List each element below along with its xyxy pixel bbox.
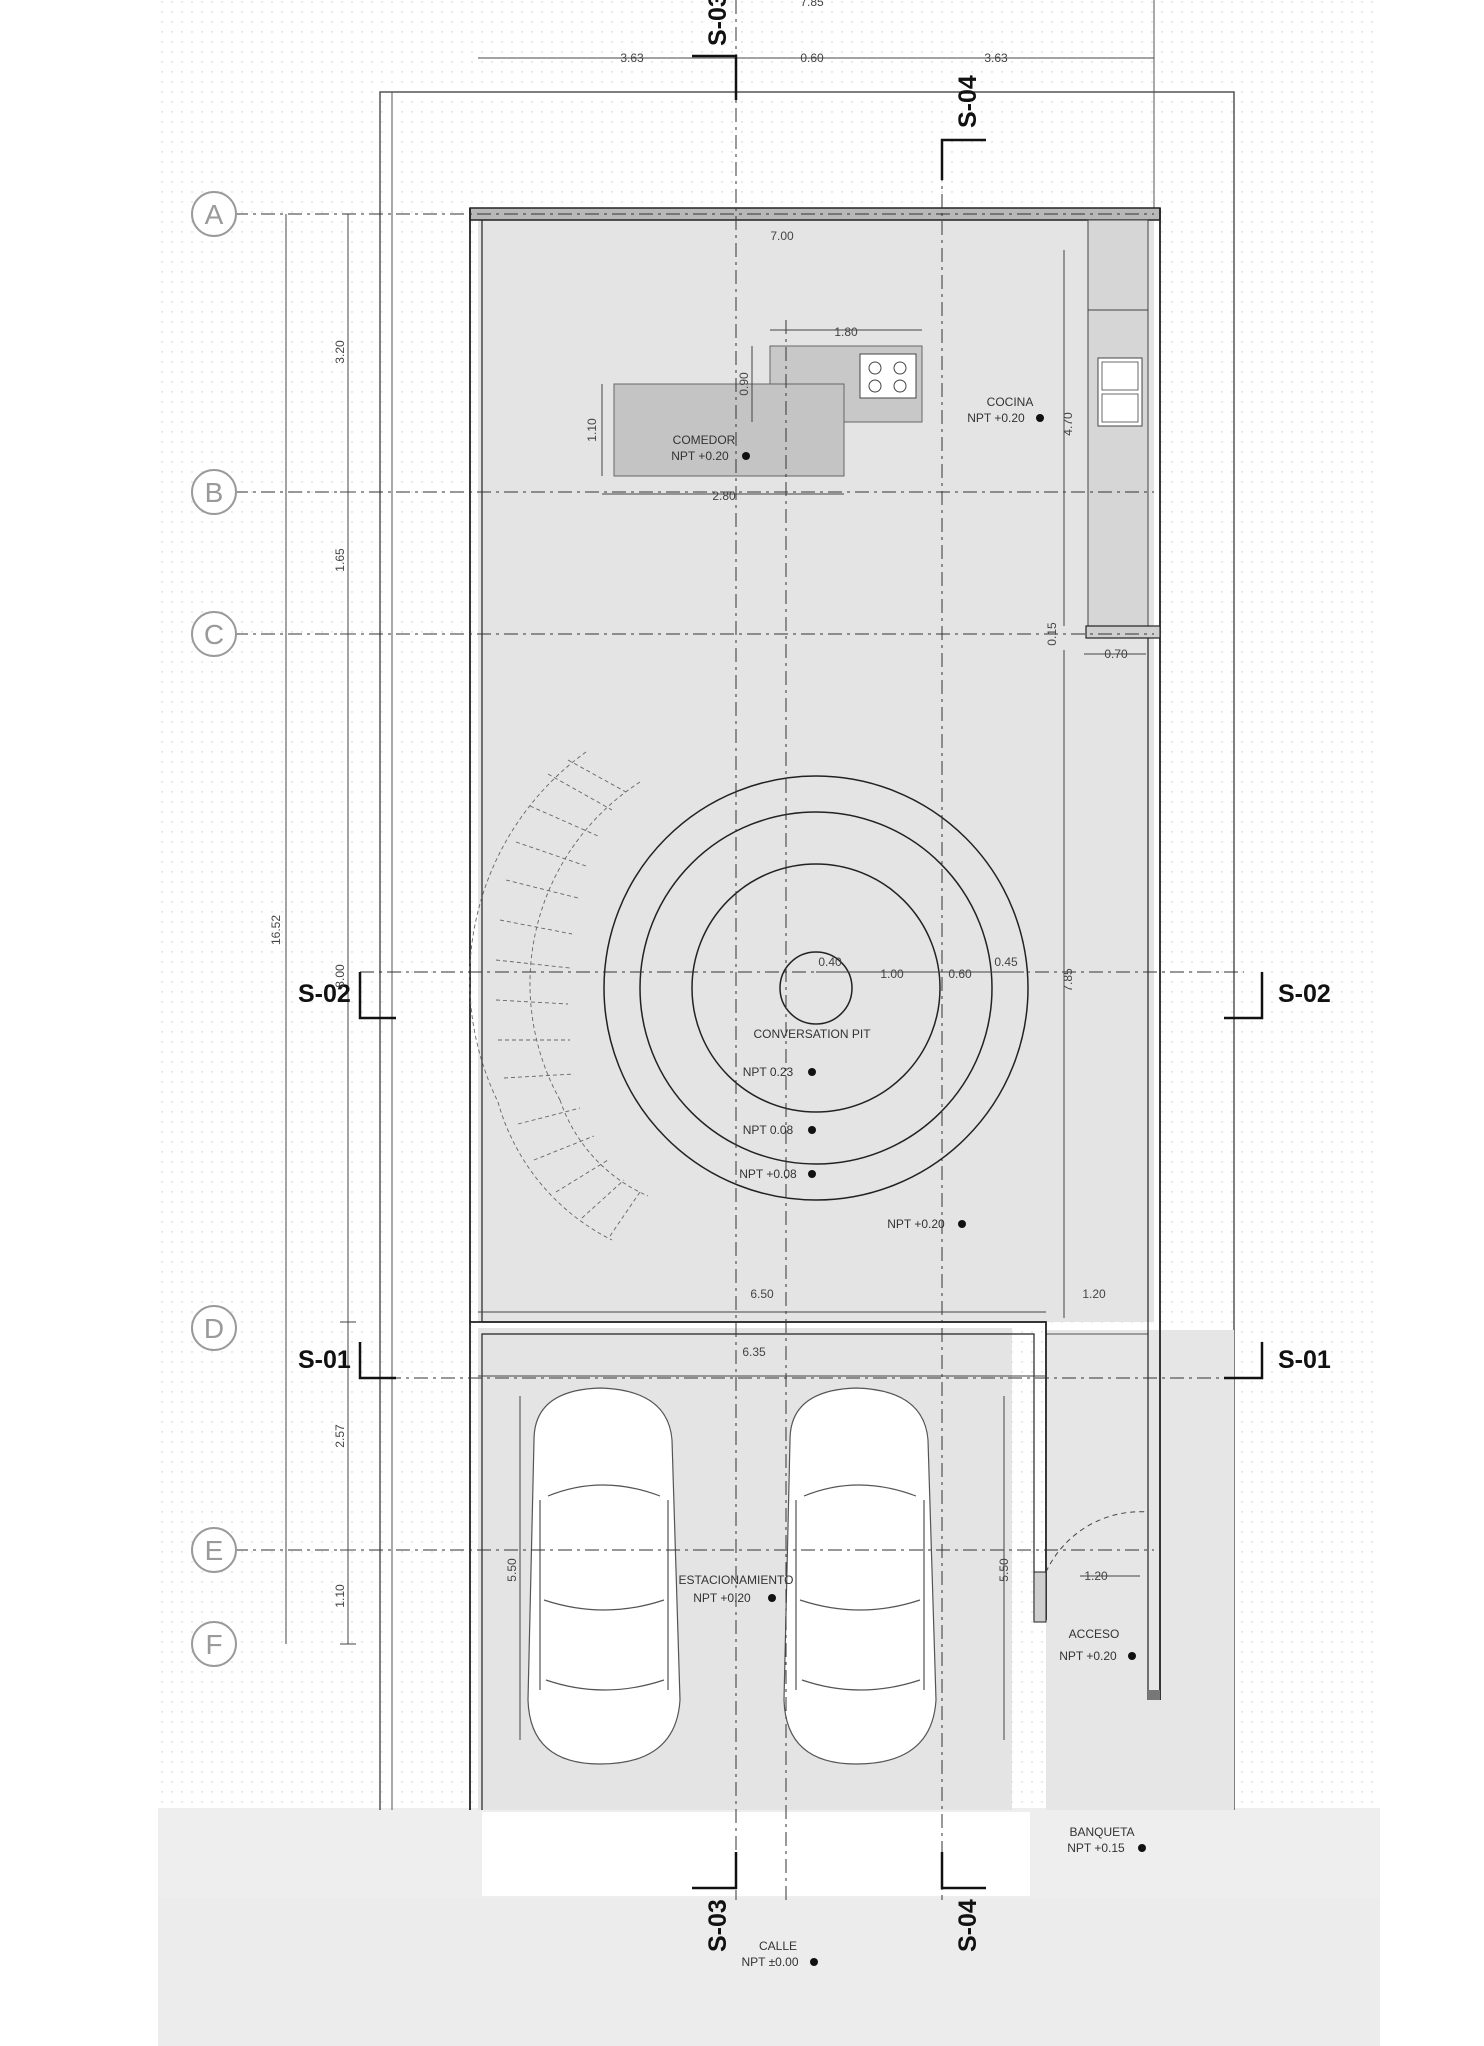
section-label-s04-bottom: S-04 <box>954 1899 982 1952</box>
dim-kitchen-gap: 0.15 <box>1045 622 1059 646</box>
dim-garage-width: 6.35 <box>742 1345 766 1359</box>
pit-level-3: NPT +0.08 <box>739 1167 797 1181</box>
dim-table-depth: 1.10 <box>585 418 599 442</box>
axis-label-c: C <box>204 619 224 650</box>
dim-kitchen-side: 0.70 <box>1104 647 1128 661</box>
kitchen-sink <box>1097 357 1143 427</box>
conversation-pit <box>603 775 1029 1201</box>
dimension-lines <box>285 57 1154 1740</box>
dim-d-e: 2.57 <box>333 1424 347 1448</box>
dim-stove-depth: 0.90 <box>737 372 751 396</box>
access-door-swing <box>1045 1511 1149 1573</box>
room-name-pit: CONVERSATION PIT <box>753 1027 871 1041</box>
dim-top-left: 3.63 <box>620 51 644 65</box>
access-floor <box>1046 1330 1234 1810</box>
pit-level-2: NPT 0.08 <box>743 1123 794 1137</box>
axis-label-e: E <box>205 1535 224 1566</box>
dim-top-mid: 0.60 <box>800 51 824 65</box>
section-label-s02-right: S-02 <box>1278 980 1331 1008</box>
dim-top-cut: 7.85 <box>800 0 824 9</box>
dim-side-width: 1.20 <box>1082 1287 1106 1301</box>
room-level-banqueta: NPT +0.15 <box>1067 1841 1125 1855</box>
room-name-calle: CALLE <box>759 1939 797 1953</box>
street-band <box>158 1898 1380 2046</box>
room-level-comedor: NPT +0.20 <box>671 449 729 463</box>
sidewalk-driveway <box>482 1812 1030 1896</box>
burner-icon <box>893 361 907 375</box>
dim-garage-left: 5.50 <box>505 1558 519 1582</box>
dim-total-height: 16.52 <box>269 915 283 945</box>
dim-b-c: 1.65 <box>333 548 347 572</box>
sink-bowl-2 <box>1101 393 1139 423</box>
property-line <box>379 91 1235 1810</box>
dim-hall-width: 6.50 <box>750 1287 774 1301</box>
section-label-s01-left: S-01 <box>298 1346 351 1374</box>
dim-pit-r2: 1.00 <box>880 967 904 981</box>
section-label-s01-right: S-01 <box>1278 1346 1331 1374</box>
section-label-s04-top: S-04 <box>954 75 982 128</box>
burner-icon <box>868 379 882 393</box>
dim-pit-height: 7.85 <box>1061 968 1075 992</box>
car-left <box>527 1387 681 1765</box>
axis-label-b: B <box>205 477 224 508</box>
room-level-cocina: NPT +0.20 <box>967 411 1025 425</box>
access-door-jamb <box>1033 1571 1047 1623</box>
dim-pit-r1: 0.40 <box>818 955 842 969</box>
section-label-s02-left: S-02 <box>298 980 351 1008</box>
dim-table-width: 2.80 <box>712 489 736 503</box>
burner-icon <box>893 379 907 393</box>
axis-lines <box>234 0 1244 1900</box>
room-level-calle: NPT ±0.00 <box>741 1955 798 1969</box>
section-marks <box>358 54 1264 1890</box>
section-label-s03-top: S-03 <box>704 0 732 46</box>
room-name-cocina: COCINA <box>987 395 1034 409</box>
axis-label-f: F <box>205 1629 222 1660</box>
room-name-acceso: ACCESO <box>1069 1627 1120 1641</box>
room-name-comedor: COMEDOR <box>673 433 736 447</box>
cooktop <box>859 353 917 399</box>
pit-level-1: NPT 0.23 <box>743 1065 794 1079</box>
axis-bubbles <box>191 191 237 1667</box>
garage-wall-outer <box>469 1321 1047 1810</box>
room-level-acceso: NPT +0.20 <box>1059 1649 1117 1663</box>
room-name-banqueta: BANQUETA <box>1069 1825 1134 1839</box>
dim-c-d: 8.00 <box>333 964 347 988</box>
section-label-s03-bottom: S-03 <box>704 1899 732 1952</box>
dim-overall-width: 7.00 <box>770 229 794 243</box>
axis-label-d: D <box>204 1313 224 1344</box>
dim-top-right: 3.63 <box>984 51 1008 65</box>
dim-e-f: 1.10 <box>333 1584 347 1608</box>
spiral-stair <box>469 751 649 1241</box>
sink-bowl-1 <box>1101 361 1139 391</box>
dim-pit-r3: 0.60 <box>948 967 972 981</box>
burner-icon <box>868 361 882 375</box>
dim-a-b: 3.20 <box>333 340 347 364</box>
level-marker-icons <box>742 414 1146 1966</box>
dim-pit-r4: 0.45 <box>994 955 1018 969</box>
dining-table <box>613 383 845 477</box>
living-level: NPT +0.20 <box>887 1217 945 1231</box>
car-right <box>783 1387 937 1765</box>
dim-access-width: 1.20 <box>1084 1569 1108 1583</box>
dim-garage-right: 5.50 <box>997 1558 1011 1582</box>
right-wall-end <box>1148 1690 1160 1700</box>
axis-label-a: A <box>205 199 224 230</box>
kitchen-end-wall <box>1085 625 1161 639</box>
room-name-estacionamiento: ESTACIONAMIENTO <box>679 1573 794 1587</box>
dim-kitchen-length: 4.70 <box>1061 412 1075 436</box>
garage-wall-inner <box>481 1333 1035 1810</box>
dim-stove-width: 1.80 <box>834 325 858 339</box>
room-level-estacionamiento: NPT +0.20 <box>693 1591 751 1605</box>
